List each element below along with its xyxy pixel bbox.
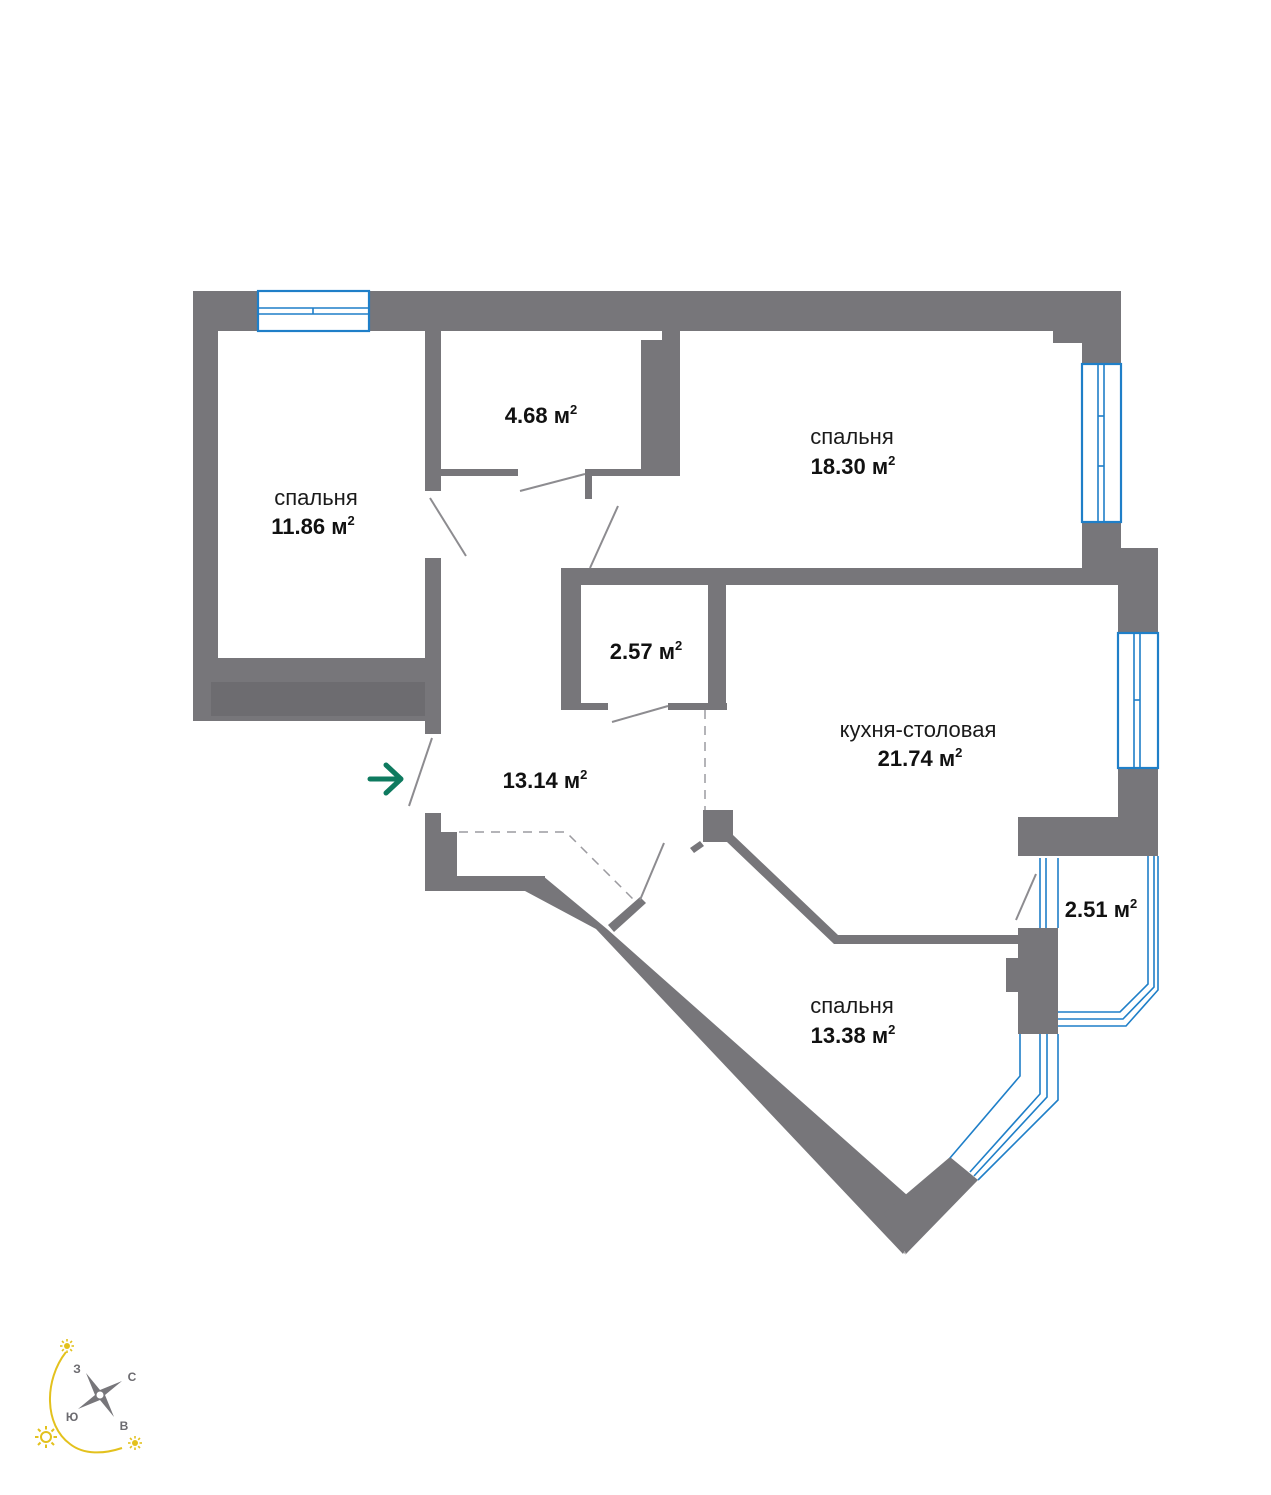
room-name: спальня (810, 424, 894, 449)
area-unit-sup: 2 (955, 745, 962, 760)
room-name: кухня-столовая (840, 717, 997, 742)
zone-lines (459, 710, 706, 901)
room-label-hall: 13.14 м2 (503, 767, 588, 793)
room-area: 21.74 м (878, 746, 955, 771)
room-area: 13.14 м (503, 768, 580, 793)
svg-text:13.14 м2: 13.14 м2 (503, 767, 588, 793)
doors (408, 473, 1037, 921)
sun-icon (128, 1436, 142, 1450)
room-label-bath: 2.57 м2 (610, 638, 682, 664)
room-area: 18.30 м (811, 454, 888, 479)
room-area: 4.68 м (505, 403, 570, 428)
area-unit-sup: 2 (888, 453, 895, 468)
svg-text:18.30 м2: 18.30 м2 (811, 453, 896, 479)
compass-west: З (73, 1362, 81, 1376)
room-label-bedroom-3: спальня 13.38 м2 (810, 993, 895, 1048)
area-unit-sup: 2 (675, 638, 682, 653)
sun-icon (35, 1426, 57, 1448)
area-unit-sup: 2 (1130, 896, 1137, 911)
room-area: 11.86 м (271, 514, 347, 539)
room-area: 2.51 м (1065, 897, 1130, 922)
area-unit-sup: 2 (348, 513, 355, 528)
svg-text:2.57 м2: 2.57 м2 (610, 638, 682, 664)
windows (256, 289, 1160, 1181)
room-label-bedroom-1: спальня 11.86 м2 (271, 485, 357, 539)
sun-icon (60, 1339, 74, 1353)
svg-text:11.86 м2: 11.86 м2 (271, 513, 354, 539)
room-area: 13.38 м (811, 1023, 888, 1048)
area-unit-sup: 2 (580, 767, 587, 782)
compass-star-icon (78, 1373, 122, 1417)
svg-text:2.51 м2: 2.51 м2 (1065, 896, 1137, 922)
walls (193, 291, 1158, 1255)
area-unit-sup: 2 (888, 1022, 895, 1037)
room-label-balcony: 2.51 м2 (1065, 896, 1137, 922)
compass-south: Ю (66, 1410, 78, 1424)
room-name: спальня (810, 993, 894, 1018)
svg-text:21.74 м2: 21.74 м2 (878, 745, 963, 771)
room-area: 2.57 м (610, 639, 675, 664)
room-name: спальня (274, 485, 358, 510)
svg-text:13.38 м2: 13.38 м2 (811, 1022, 896, 1048)
area-unit-sup: 2 (570, 402, 577, 417)
room-label-storage-1: 4.68 м2 (505, 402, 577, 428)
compass-east: В (120, 1419, 129, 1433)
arrow-right-icon (367, 762, 404, 796)
compass: З С Ю В (35, 1339, 142, 1454)
room-label-kitchen: кухня-столовая 21.74 м2 (840, 717, 997, 771)
compass-north: С (128, 1370, 137, 1384)
room-label-bedroom-2: спальня 18.30 м2 (810, 424, 895, 479)
svg-text:4.68 м2: 4.68 м2 (505, 402, 577, 428)
